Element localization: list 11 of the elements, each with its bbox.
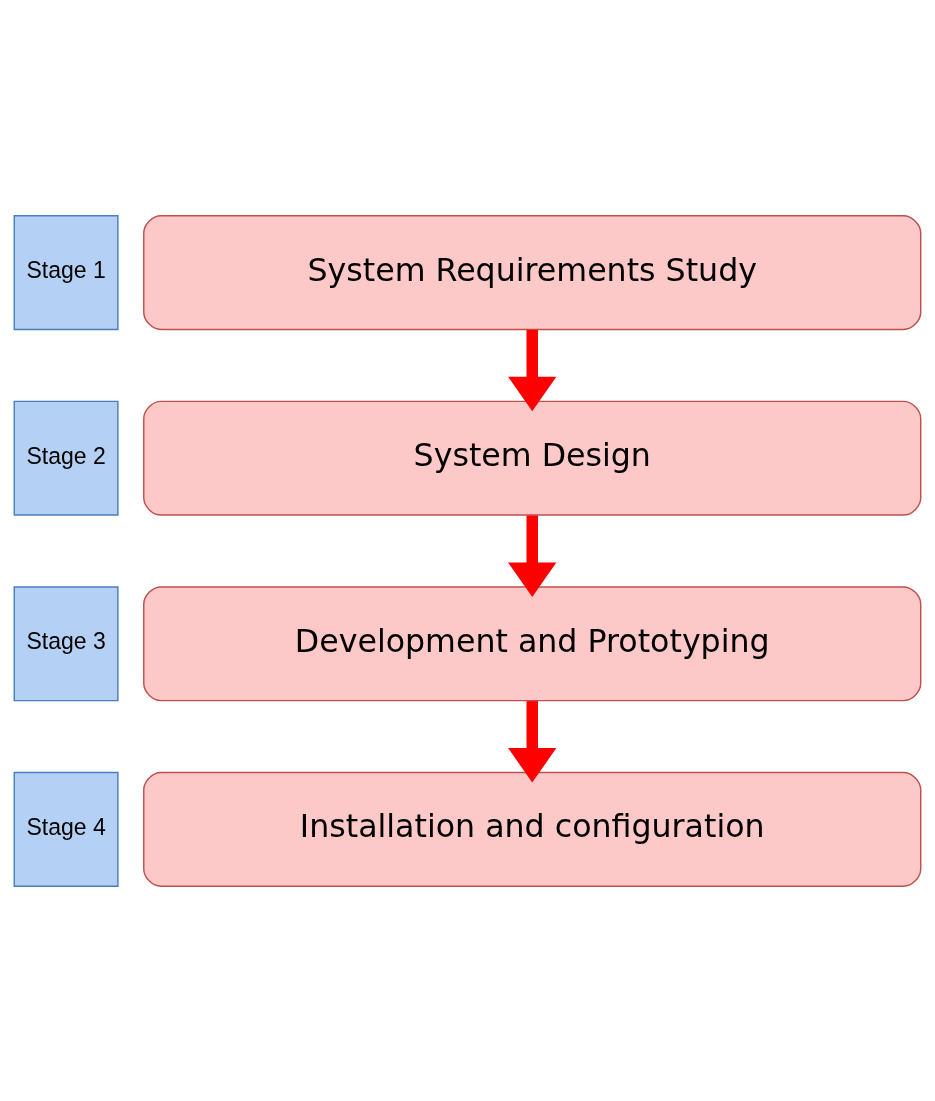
node-box: Development and Prototyping <box>143 585 922 701</box>
arrow <box>508 514 557 597</box>
node-box: Stage 3 <box>13 585 119 701</box>
arrow <box>508 329 557 411</box>
node-box: System Design <box>143 400 922 516</box>
node-box: Installation and configuration <box>143 771 922 887</box>
node-box: Stage 4 <box>13 771 119 887</box>
node-box: Stage 1 <box>13 214 119 330</box>
node-box: System Requirements Study <box>143 214 922 330</box>
arrow <box>508 700 557 783</box>
node-box: Stage 2 <box>13 400 119 516</box>
